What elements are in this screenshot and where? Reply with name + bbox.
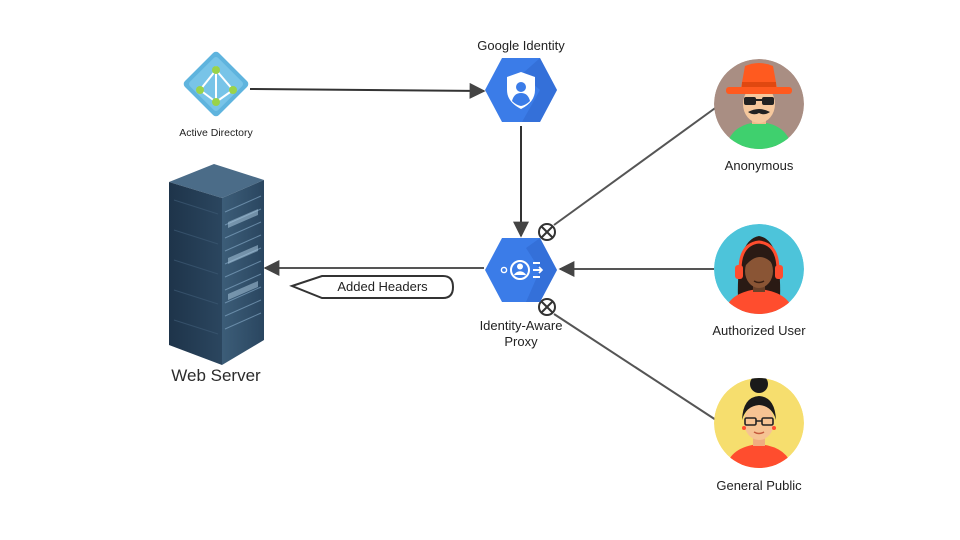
added-headers-callout <box>289 275 455 299</box>
proxy-label-line2: Proxy <box>504 334 538 349</box>
proxy-label: Identity-Aware Proxy <box>461 318 581 350</box>
active-directory-icon <box>183 51 249 117</box>
public-user-avatar <box>714 378 804 468</box>
active-directory-label: Active Directory <box>179 127 253 139</box>
edge-anonymous-blocked <box>553 105 719 226</box>
anonymous-label: Anonymous <box>724 158 794 173</box>
anonymous-user-avatar <box>714 59 804 149</box>
headset-user-avatar <box>714 224 804 314</box>
server-rack-icon <box>169 164 264 365</box>
general-public-label: General Public <box>716 478 802 493</box>
google-identity-label: Google Identity <box>477 38 565 53</box>
edge-public-blocked <box>553 313 717 421</box>
shield-user-icon <box>485 58 557 122</box>
added-headers-label: Added Headers <box>337 279 428 294</box>
web-server-label: Web Server <box>171 366 261 385</box>
proxy-label-line1: Identity-Aware <box>479 318 563 333</box>
authorized-user-label: Authorized User <box>712 323 806 338</box>
identity-aware-proxy-icon <box>485 238 557 302</box>
blocked-icon <box>538 298 556 316</box>
blocked-icon <box>538 223 556 241</box>
edge-ad-to-google <box>249 82 486 99</box>
